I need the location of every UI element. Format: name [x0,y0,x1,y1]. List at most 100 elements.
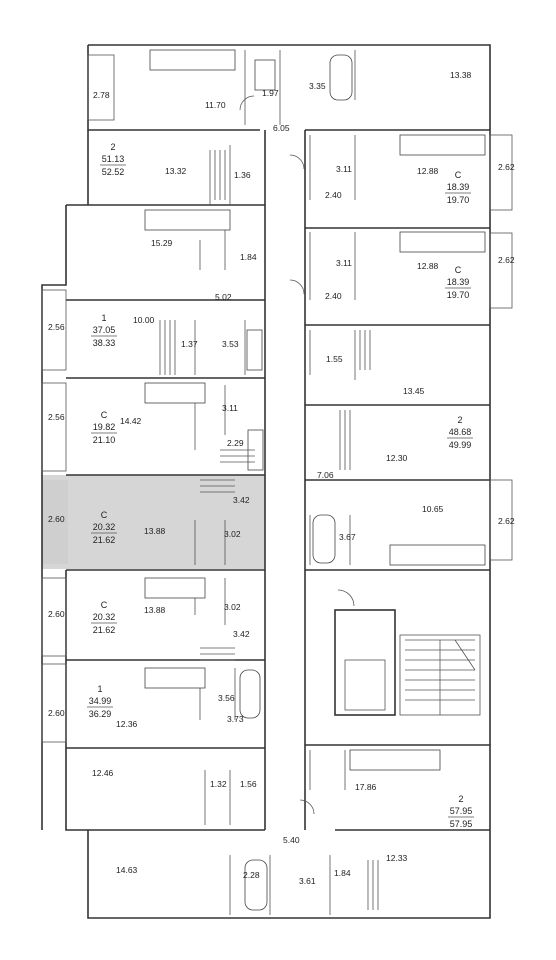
area-label: 13.88 [144,526,166,536]
area-label: 3.56 [218,693,235,703]
apartment-label: 2 48.68 49.99 [447,415,473,450]
area-label: 10.65 [422,504,444,514]
area-labels: 2.78 11.70 1.97 3.35 13.38 6.05 13.32 1.… [48,70,515,886]
area-label: 2.28 [243,870,260,880]
apartment-label: С 20.32 21.62 [91,510,117,545]
svg-text:1: 1 [101,313,106,323]
area-label: 7.06 [317,470,334,480]
svg-text:37.05: 37.05 [93,325,116,335]
svg-text:2: 2 [110,142,115,152]
area-label: 15.29 [151,238,173,248]
svg-text:1: 1 [97,684,102,694]
svg-text:21.62: 21.62 [93,625,116,635]
area-label: 3.11 [222,403,238,413]
area-label: 2.40 [325,190,342,200]
area-label: 3.11 [336,164,352,174]
area-label: 13.32 [165,166,187,176]
svg-text:57.95: 57.95 [450,819,473,829]
svg-text:20.32: 20.32 [93,522,116,532]
svg-text:19.70: 19.70 [447,290,470,300]
area-label: 3.42 [233,495,250,505]
svg-text:С: С [101,510,108,520]
apartment-label: 1 34.99 36.29 [87,684,113,719]
area-label: 14.63 [116,865,138,875]
area-label: 12.88 [417,261,439,271]
svg-text:18.39: 18.39 [447,182,470,192]
area-label: 14.42 [120,416,142,426]
svg-text:49.99: 49.99 [449,440,472,450]
area-label: 1.84 [334,868,351,878]
apartment-label: С 18.39 19.70 [445,265,471,300]
area-label: 13.45 [403,386,425,396]
area-label: 5.02 [215,292,232,302]
area-label: 2.56 [48,412,65,422]
apartment-label: С 20.32 21.62 [91,600,117,635]
area-label: 3.02 [224,602,241,612]
area-label: 2.40 [325,291,342,301]
svg-text:21.10: 21.10 [93,435,116,445]
area-label: 12.33 [386,853,408,863]
fixtures [144,49,486,911]
area-label: 3.35 [309,81,326,91]
area-label: 1.36 [234,170,251,180]
svg-text:18.39: 18.39 [447,277,470,287]
area-label: 3.42 [233,629,250,639]
area-label: 3.11 [336,258,352,268]
stairwell [334,609,481,716]
svg-text:2: 2 [457,415,462,425]
area-label: 12.36 [116,719,138,729]
svg-text:С: С [101,600,108,610]
svg-text:57.95: 57.95 [450,806,473,816]
area-label: 17.86 [355,782,377,792]
svg-text:19.82: 19.82 [93,422,116,432]
svg-text:21.62: 21.62 [93,535,116,545]
area-label: 3.73 [227,714,244,724]
apartment-labels: 2 51.13 52.52 С 18.39 19.70 С 18.39 19.7… [87,142,474,829]
area-label: 5.40 [283,835,300,845]
area-label: 13.88 [144,605,166,615]
apartment-label: С 18.39 19.70 [445,170,471,205]
svg-text:51.13: 51.13 [102,154,125,164]
area-label: 2.62 [498,516,515,526]
balconies-left [41,54,513,743]
area-label: 3.53 [222,339,239,349]
area-label: 1.84 [240,252,257,262]
svg-text:36.29: 36.29 [89,709,112,719]
apartment-label: 2 51.13 52.52 [100,142,126,177]
area-label: 2.60 [48,609,65,619]
partitions [194,50,356,915]
area-label: 1.97 [262,88,279,98]
svg-text:19.70: 19.70 [447,195,470,205]
area-label: 2.62 [498,162,515,172]
highlighted-balcony [42,480,68,564]
area-label: 12.30 [386,453,408,463]
area-label: 2.60 [48,514,65,524]
area-label: 2.60 [48,708,65,718]
area-label: 2.62 [498,255,515,265]
area-label: 2.78 [93,90,110,100]
svg-text:48.68: 48.68 [449,427,472,437]
area-label: 3.67 [339,532,356,542]
area-label: 1.56 [240,779,257,789]
area-label: 2.29 [227,438,244,448]
svg-text:34.99: 34.99 [89,696,112,706]
apartment-label: С 19.82 21.10 [91,410,117,445]
area-label: 10.00 [133,315,155,325]
area-label: 13.38 [450,70,472,80]
svg-text:20.32: 20.32 [93,612,116,622]
svg-text:2: 2 [458,794,463,804]
area-label: 6.05 [273,123,290,133]
highlighted-apartment[interactable] [42,475,265,569]
svg-text:С: С [455,170,462,180]
svg-text:С: С [455,265,462,275]
area-label: 1.55 [326,354,343,364]
area-label: 1.32 [210,779,227,789]
svg-text:52.52: 52.52 [102,167,125,177]
area-label: 3.61 [299,876,316,886]
apartment-label: 2 57.95 57.95 [448,794,474,829]
area-label: 12.88 [417,166,439,176]
svg-text:38.33: 38.33 [93,338,116,348]
apartment-label: 1 37.05 38.33 [91,313,117,348]
svg-text:С: С [101,410,108,420]
